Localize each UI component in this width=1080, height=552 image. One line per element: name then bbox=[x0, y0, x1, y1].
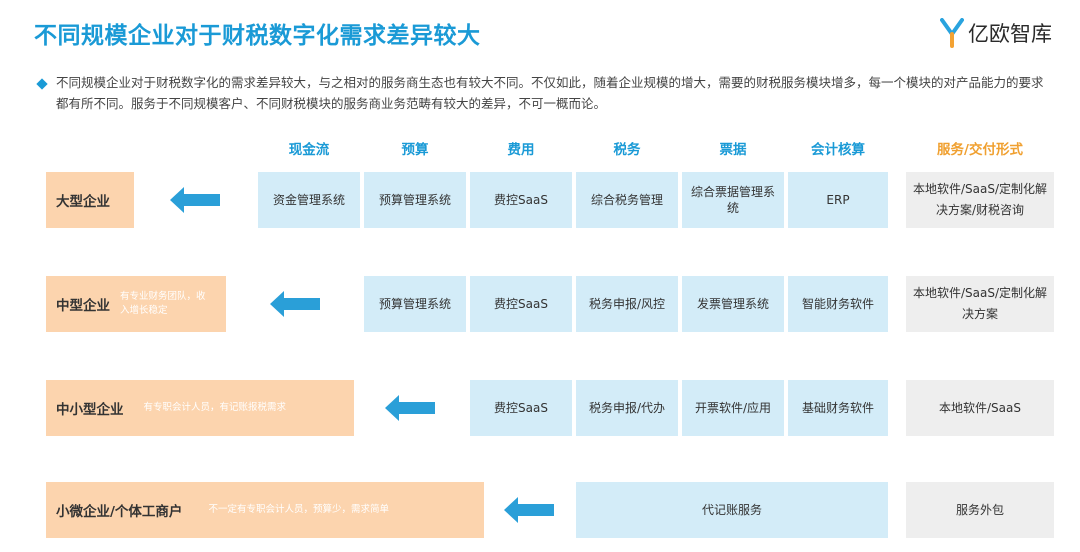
row-note: 有专职会计人员，有记账报税需求 bbox=[143, 402, 287, 413]
cell-large-expense: 费控SaaS bbox=[470, 172, 572, 228]
row-note: 有专业财务团队，收入增长稳定 bbox=[120, 291, 206, 316]
cell-large-invoice: 综合票据管理系统 bbox=[682, 172, 784, 228]
brand-logo: 亿欧智库 bbox=[940, 16, 1052, 50]
cell-small-medium-tax: 税务申报/代办 bbox=[576, 380, 678, 436]
column-header-expense: 费用 bbox=[507, 142, 535, 158]
intro-paragraph: 不同规模企业对于财税数字化的需求差异较大，与之相对的服务商生态也有较大不同。不仅… bbox=[56, 75, 1044, 111]
logo-text: 亿欧智库 bbox=[968, 22, 1052, 46]
cell-large-cashflow: 资金管理系统 bbox=[258, 172, 360, 228]
column-header-invoice: 票据 bbox=[719, 142, 747, 158]
cell-medium-expense: 费控SaaS bbox=[470, 276, 572, 332]
arrow-left-icon bbox=[385, 395, 435, 421]
column-header-service: 服务/交付形式 bbox=[937, 142, 1023, 158]
cell-large-budget: 预算管理系统 bbox=[364, 172, 466, 228]
logo-icon bbox=[940, 18, 964, 48]
row-name: 中小型企业 bbox=[56, 402, 124, 418]
bullet-diamond-icon bbox=[36, 78, 48, 90]
row-name: 中型企业 bbox=[56, 298, 110, 314]
cell-small-medium-invoice: 开票软件/应用 bbox=[682, 380, 784, 436]
column-header-cashflow: 现金流 bbox=[288, 142, 330, 158]
service-micro: 服务外包 bbox=[906, 482, 1054, 538]
column-header-accounting: 会计核算 bbox=[811, 142, 865, 158]
column-header-tax: 税务 bbox=[613, 142, 641, 158]
row-name: 小微企业/个体工商户 bbox=[56, 504, 183, 520]
cell-small-medium-accounting: 基础财务软件 bbox=[788, 380, 888, 436]
cell-medium-invoice: 发票管理系统 bbox=[682, 276, 784, 332]
row-note: 不一定有专职会计人员，预算少，需求简单 bbox=[208, 504, 389, 515]
arrow-left-icon bbox=[170, 187, 220, 213]
cell-medium-tax: 税务申报/风控 bbox=[576, 276, 678, 332]
row-label-medium: 中型企业 有专业财务团队，收入增长稳定 bbox=[46, 276, 226, 332]
cell-large-accounting: ERP bbox=[788, 172, 888, 228]
row-name: 大型企业 bbox=[56, 194, 110, 210]
arrow-left-icon bbox=[504, 497, 554, 523]
service-medium: 本地软件/SaaS/定制化解决方案 bbox=[906, 276, 1054, 332]
cell-medium-accounting: 智能财务软件 bbox=[788, 276, 888, 332]
row-label-small-medium: 中小型企业 有专职会计人员，有记账报税需求 bbox=[46, 380, 354, 436]
cell-large-tax: 综合税务管理 bbox=[576, 172, 678, 228]
arrow-left-icon bbox=[270, 291, 320, 317]
row-label-large: 大型企业 bbox=[46, 172, 134, 228]
column-header-budget: 预算 bbox=[401, 142, 429, 158]
page-title: 不同规模企业对于财税数字化需求差异较大 bbox=[34, 23, 481, 49]
row-label-micro: 小微企业/个体工商户 不一定有专职会计人员，预算少，需求简单 bbox=[46, 482, 484, 538]
service-small-medium: 本地软件/SaaS bbox=[906, 380, 1054, 436]
service-large: 本地软件/SaaS/定制化解决方案/财税咨询 bbox=[906, 172, 1054, 228]
cell-small-medium-expense: 费控SaaS bbox=[470, 380, 572, 436]
cell-micro-bookkeeping: 代记账服务 bbox=[576, 482, 888, 538]
cell-medium-budget: 预算管理系统 bbox=[364, 276, 466, 332]
